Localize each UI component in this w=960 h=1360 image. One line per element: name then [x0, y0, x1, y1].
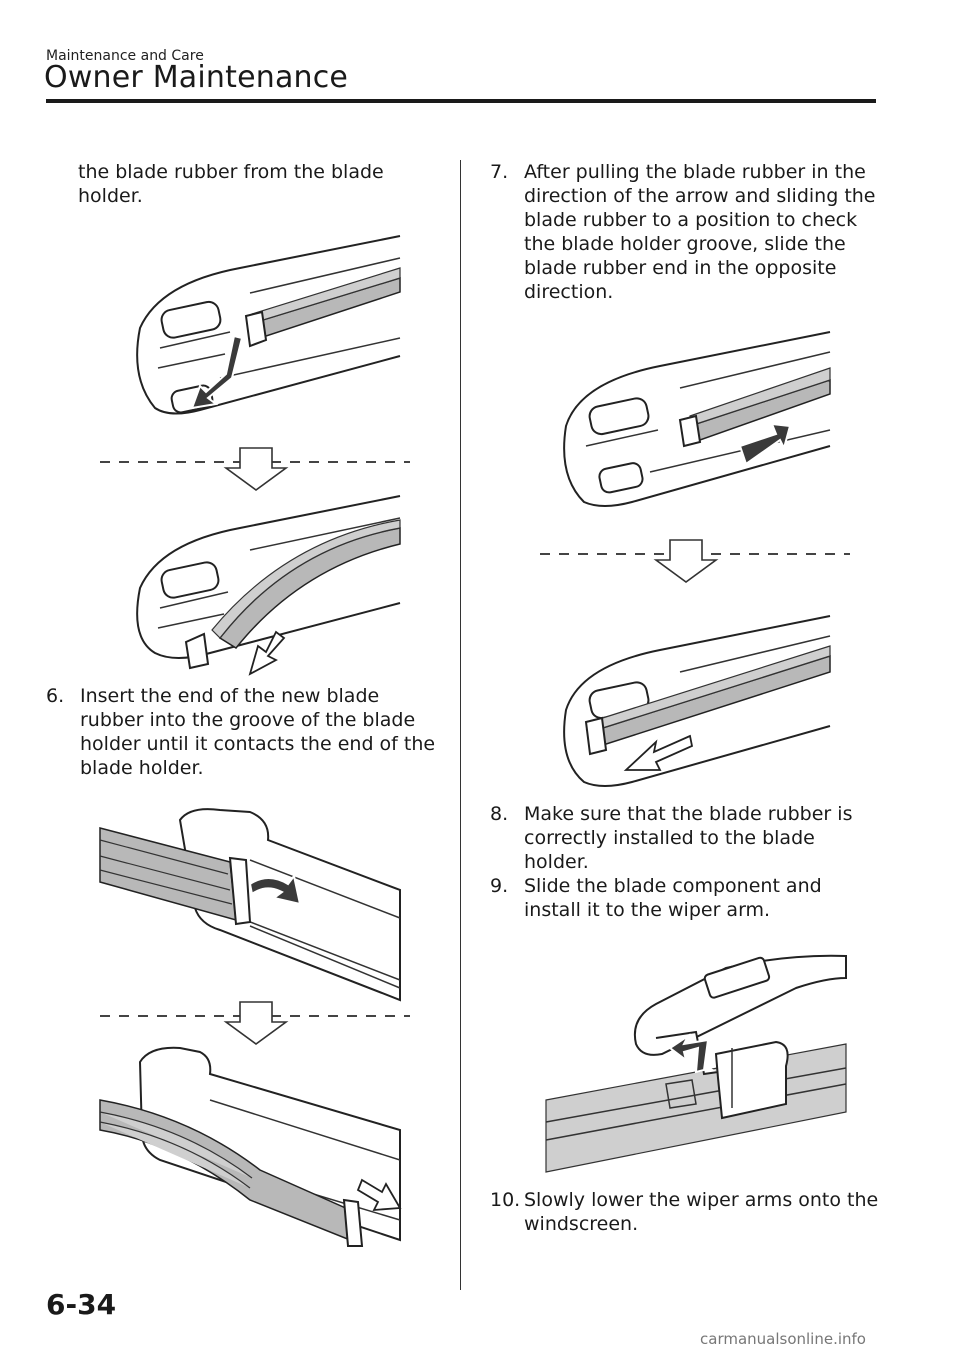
page-number: 6-34	[46, 1288, 117, 1321]
step-text: After pulling the blade rubber in the di…	[524, 161, 876, 303]
direction-arrow-icon	[738, 422, 792, 466]
direction-arrow-icon	[668, 1033, 710, 1074]
step-6: 6. Insert the end of the new blade rubbe…	[46, 684, 436, 780]
down-arrow-icon	[223, 447, 289, 491]
step-number: 9.	[490, 875, 509, 897]
direction-arrow-icon	[623, 734, 694, 771]
down-arrow-icon	[653, 539, 719, 583]
blade-holder-bottom	[99, 1046, 401, 1247]
wiper-arm	[634, 954, 847, 1056]
direction-arrow-icon	[248, 630, 286, 676]
blade-adapter	[714, 1040, 789, 1120]
blade-holder-bottom	[563, 615, 831, 787]
step-text: Make sure that the blade rubber is corre…	[524, 803, 853, 873]
direction-arrow-icon	[356, 1178, 402, 1212]
section-label: Maintenance and Care	[46, 48, 204, 64]
step-text: Slide the blade component and install it…	[524, 875, 822, 921]
step-7: 7. After pulling the blade rubber in the…	[490, 160, 882, 304]
step-9: 9. Slide the blade component and install…	[490, 874, 882, 922]
figure-wiper-arm-install	[545, 954, 847, 1173]
step-10: 10. Slowly lower the wiper arms onto the…	[490, 1188, 882, 1236]
direction-arrow-icon	[248, 873, 302, 906]
step-number: 10.	[490, 1189, 521, 1211]
blade-holder-top	[563, 331, 831, 507]
direction-arrow-icon	[190, 334, 244, 410]
blade-holder-top	[136, 235, 401, 415]
step-8: 8. Make sure that the blade rubber is co…	[490, 802, 882, 874]
step-text: Insert the end of the new blade rubber i…	[80, 685, 436, 779]
step-number: 8.	[490, 803, 509, 825]
column-divider	[460, 160, 461, 1290]
down-arrow-icon	[223, 1001, 289, 1045]
step-number: 6.	[46, 685, 65, 707]
figure-blade-slide	[540, 331, 850, 787]
step-text: Slowly lower the wiper arms onto the win…	[524, 1189, 879, 1235]
figure-blade-insert	[99, 808, 410, 1247]
blade-holder-top	[99, 808, 401, 1002]
header-rule	[46, 99, 876, 103]
step-number: 7.	[490, 161, 509, 183]
continuation-text: the blade rubber from the blade holder.	[78, 161, 384, 207]
figure-blade-removal	[100, 235, 410, 676]
page-title: Owner Maintenance	[44, 60, 349, 95]
watermark: carmanualsonline.info	[700, 1330, 866, 1348]
blade-holder-bottom	[136, 495, 401, 670]
